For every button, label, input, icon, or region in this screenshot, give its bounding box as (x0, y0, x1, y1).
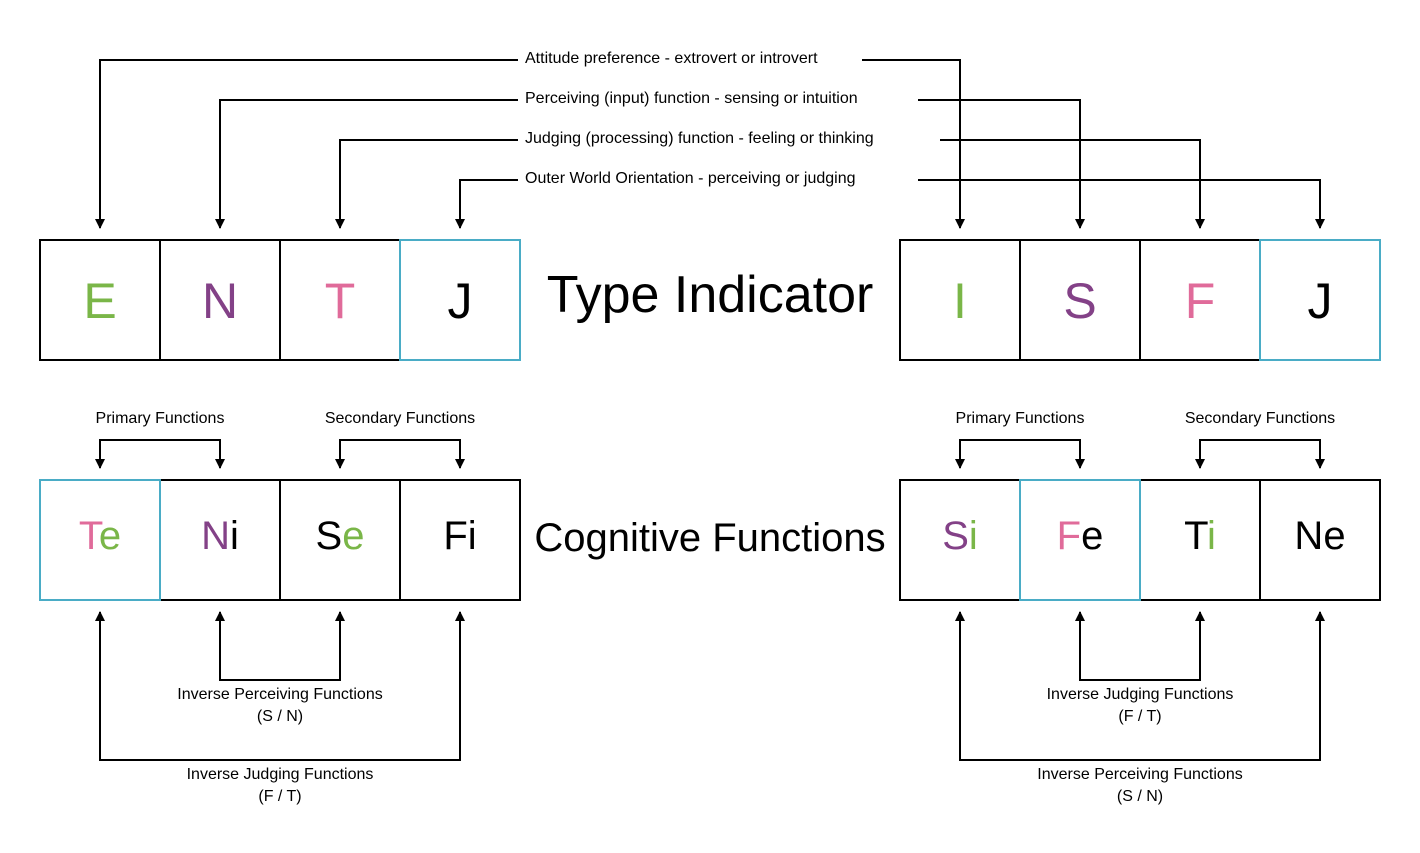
right-primary-label: Primary Functions (956, 410, 1085, 427)
left-secondary-bracket (339, 439, 465, 469)
right-function-box-2 (1019, 479, 1141, 601)
right-type-letter-1: I (953, 273, 967, 329)
left-function-box-4 (399, 479, 521, 601)
left-inner-label: Inverse Perceiving Functions (177, 686, 382, 703)
left-function-label-3: Se (316, 514, 365, 558)
left-function-attitude-4: i (468, 514, 477, 558)
perceiving-connector-left (215, 99, 518, 229)
right-function-letter-3: T (1184, 514, 1208, 558)
left-type-letter-3: T (325, 273, 356, 329)
attitude-label: Attitude preference - extrovert or intro… (525, 50, 818, 67)
right-secondary-bracket (1199, 439, 1325, 469)
right-function-letter-1: S (942, 514, 969, 558)
left-inner-bracket (219, 611, 345, 681)
top-connectors (95, 59, 1325, 229)
left-function-letter-3: S (316, 514, 343, 558)
right-outer-sub: (S / N) (1117, 788, 1163, 805)
right-function-box-3 (1139, 479, 1261, 601)
right-type-box-2 (1019, 239, 1141, 361)
right-function-label-3: Ti (1184, 514, 1216, 558)
type-indicator-title: Type Indicator (547, 266, 874, 324)
left-function-label-4: Fi (443, 514, 476, 558)
left-type-box-1 (39, 239, 161, 361)
right-function-attitude-2: e (1081, 514, 1103, 558)
right-function-connectors: Primary Functions Secondary Functions In… (955, 410, 1335, 805)
left-outer-label: Inverse Judging Functions (187, 766, 374, 783)
outer-connector-left (455, 179, 518, 229)
right-type-letter-4: J (1308, 273, 1333, 329)
left-function-connectors: Primary Functions Secondary Functions In… (95, 410, 475, 805)
judging-connector-left (335, 139, 518, 229)
left-function-attitude-2: i (230, 514, 239, 558)
right-inner-bracket (1079, 611, 1205, 681)
left-type-letter-4: J (448, 273, 473, 329)
right-type-letter-3: F (1185, 273, 1216, 329)
right-function-attitude-3: i (1207, 514, 1216, 558)
right-function-attitude-4: e (1323, 514, 1345, 558)
outer-orientation-label: Outer World Orientation - perceiving or … (525, 170, 856, 187)
perceiving-label: Perceiving (input) function - sensing or… (525, 90, 858, 107)
left-outer-sub: (F / T) (258, 788, 301, 805)
right-function-label-4: Ne (1294, 514, 1345, 558)
left-function-label-1: Te (79, 514, 121, 558)
right-function-letter-2: F (1057, 514, 1081, 558)
left-type-letter-2: N (202, 273, 238, 329)
judging-label: Judging (processing) function - feeling … (525, 130, 874, 147)
left-function-attitude-3: e (342, 514, 364, 558)
left-type-box-4 (399, 239, 521, 361)
top-labels: Attitude preference - extrovert or intro… (525, 50, 874, 187)
left-type-letter-1: E (83, 273, 116, 329)
right-primary-bracket (959, 439, 1085, 469)
right-inner-label: Inverse Judging Functions (1047, 686, 1234, 703)
right-type-box-4 (1259, 239, 1381, 361)
outer-connector-right (918, 179, 1325, 229)
left-function-letter-4: F (443, 514, 467, 558)
right-function-box-4 (1259, 479, 1381, 601)
attitude-connector-right (862, 59, 965, 229)
cognitive-functions-title: Cognitive Functions (534, 516, 885, 560)
left-function-letter-2: N (201, 514, 230, 558)
right-outer-label: Inverse Perceiving Functions (1037, 766, 1242, 783)
right-type-letter-2: S (1063, 273, 1096, 329)
judging-connector-right (940, 139, 1205, 229)
right-function-letter-4: N (1294, 514, 1323, 558)
left-primary-bracket (99, 439, 225, 469)
left-secondary-label: Secondary Functions (325, 410, 475, 427)
right-function-box-1 (899, 479, 1021, 601)
right-function-label-2: Fe (1057, 514, 1104, 558)
right-secondary-label: Secondary Functions (1185, 410, 1335, 427)
right-type-box-3 (1139, 239, 1261, 361)
left-inner-sub: (S / N) (257, 708, 303, 725)
left-function-label-2: Ni (201, 514, 239, 558)
right-inner-sub: (F / T) (1118, 708, 1161, 725)
left-function-attitude-1: e (99, 514, 121, 558)
right-function-attitude-1: i (969, 514, 978, 558)
perceiving-connector-right (918, 99, 1085, 229)
left-function-box-1 (39, 479, 161, 601)
left-type-box-2 (159, 239, 281, 361)
left-function-box-2 (159, 479, 281, 601)
attitude-connector-left (95, 59, 518, 229)
left-function-row: Ni Se Fi Te (39, 479, 521, 601)
left-primary-label: Primary Functions (96, 410, 225, 427)
right-function-label-1: Si (942, 514, 978, 558)
